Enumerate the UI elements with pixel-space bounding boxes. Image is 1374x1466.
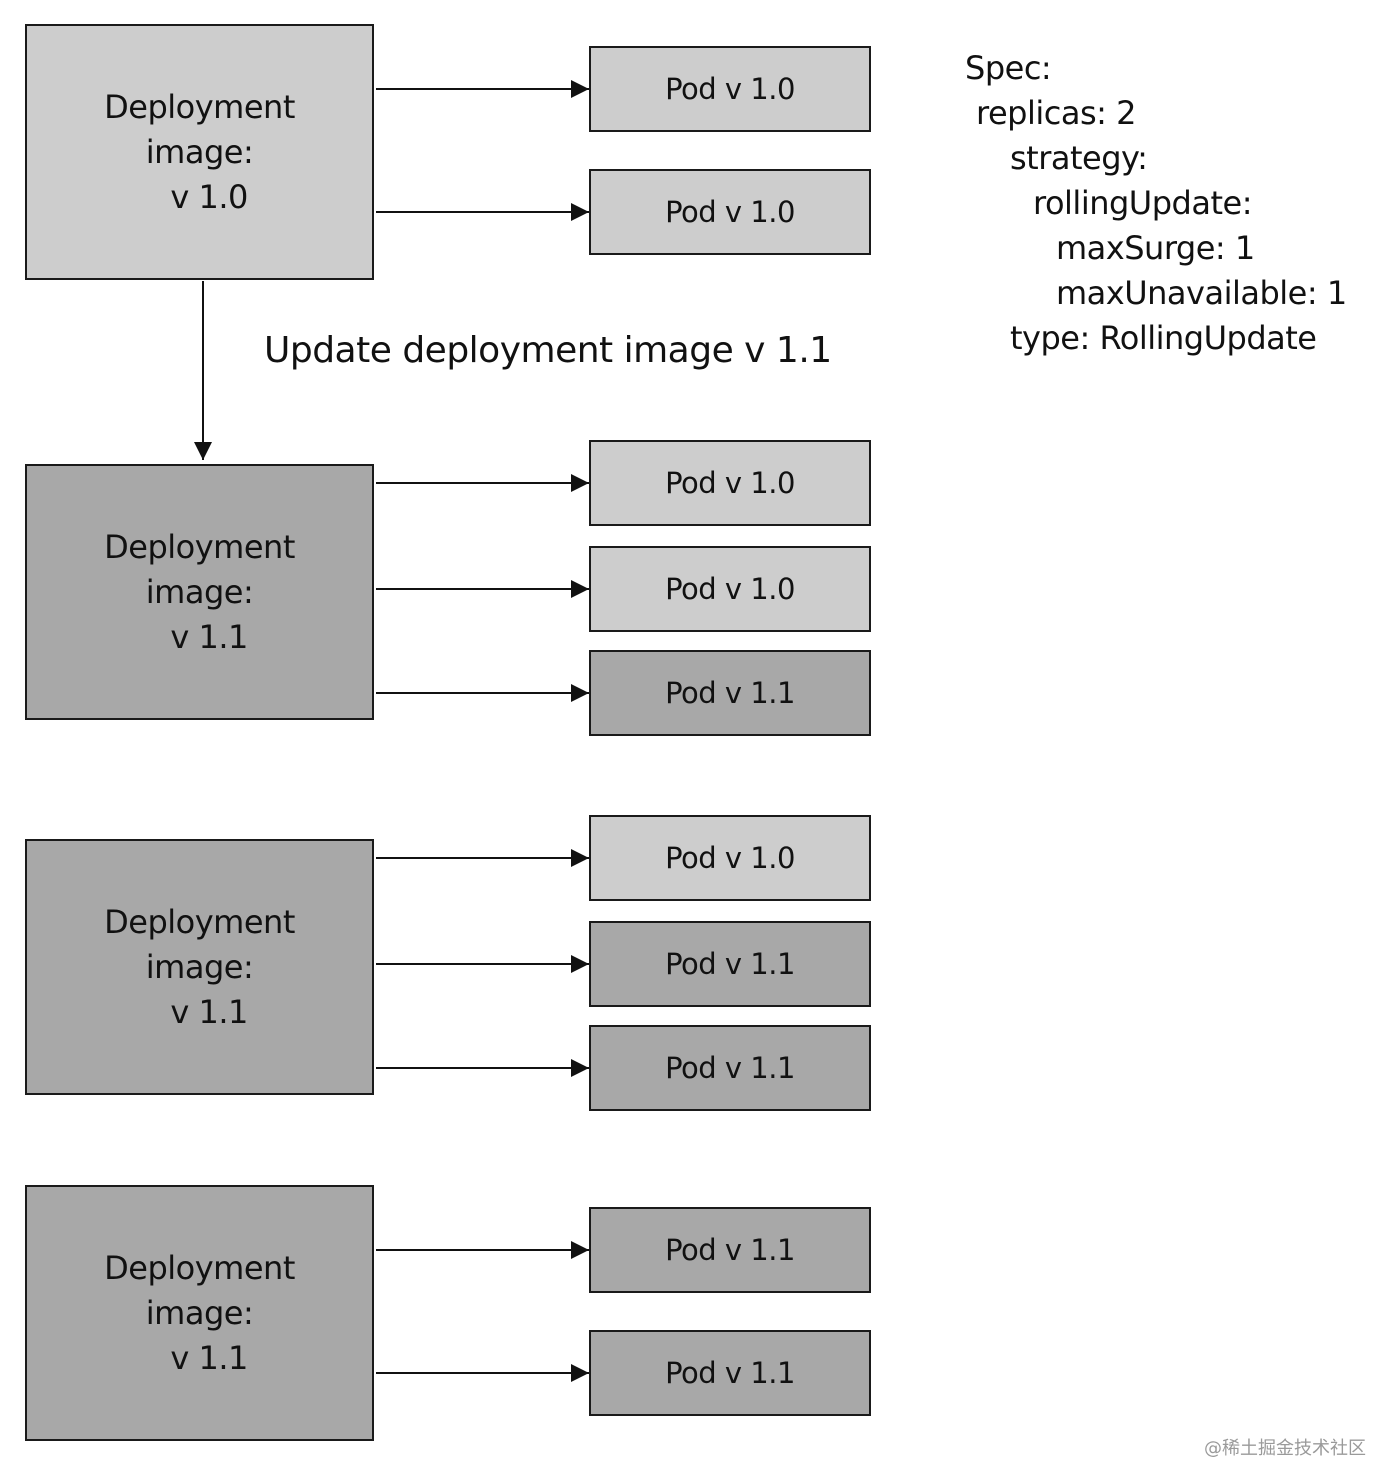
pod-box: Pod v 1.1 [589,1207,871,1293]
update-caption: Update deployment image v 1.1 [264,330,832,371]
deployment-box: Deployment image: v 1.1 [25,839,374,1095]
spec-line-replicas: replicas: 2 [976,94,1136,132]
deployment-label: Deployment image: v 1.1 [104,1248,295,1377]
deployment-spec: Spec: replicas: 2 strategy: rollingUpdat… [965,46,1347,361]
deployment-box: Deployment image: v 1.1 [25,1185,374,1441]
deployment-label: Deployment image: v 1.0 [104,87,295,216]
pod-box: Pod v 1.0 [589,815,871,901]
spec-line-spec: Spec: [965,49,1052,87]
pod-box: Pod v 1.1 [589,1330,871,1416]
deployment-box: Deployment image: v 1.1 [25,464,374,720]
spec-line-type: type: RollingUpdate [1010,319,1317,357]
deployment-label: Deployment image: v 1.1 [104,527,295,656]
pod-box: Pod v 1.1 [589,650,871,736]
spec-line-max-surge: maxSurge: 1 [1056,229,1255,267]
pod-box: Pod v 1.0 [589,546,871,632]
deployment-box: Deployment image: v 1.0 [25,24,374,280]
watermark: @稀土掘金技术社区 [1204,1438,1366,1459]
pod-box: Pod v 1.0 [589,46,871,132]
spec-line-strategy: strategy: [1010,139,1148,177]
pod-box: Pod v 1.1 [589,1025,871,1111]
pod-box: Pod v 1.0 [589,169,871,255]
pod-box: Pod v 1.0 [589,440,871,526]
pod-box: Pod v 1.1 [589,921,871,1007]
deployment-label: Deployment image: v 1.1 [104,902,295,1031]
spec-line-max-unavailable: maxUnavailable: 1 [1056,274,1347,312]
spec-line-rolling-update: rollingUpdate: [1033,184,1252,222]
